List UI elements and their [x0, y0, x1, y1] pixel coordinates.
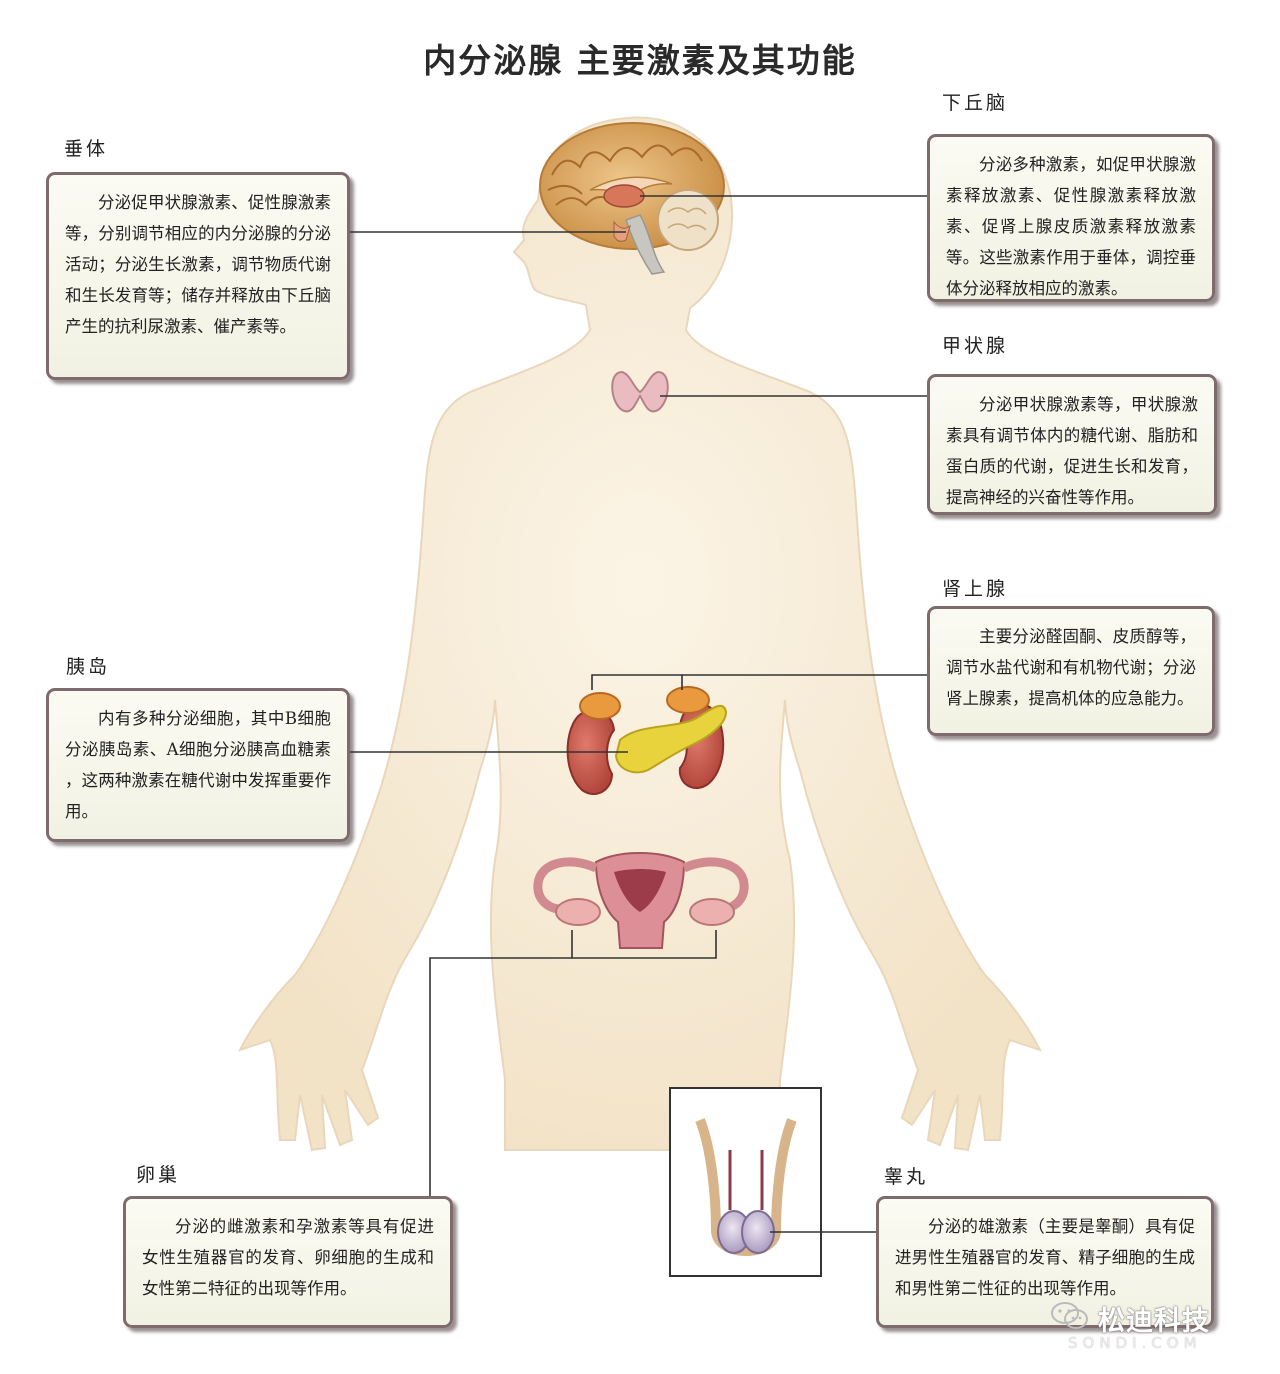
- pancreatic-islet-label: 胰岛: [66, 656, 111, 678]
- pituitary-label: 垂体: [64, 138, 109, 160]
- adrenal-label: 肾上腺: [942, 578, 1009, 600]
- hypothalamus-info-box: 分泌多种激素，如促甲状腺激素释放激素、促性腺激素释放激素、促肾上腺皮质激素释放激…: [927, 134, 1215, 302]
- reproductive-illustration: [533, 852, 749, 949]
- thyroid-info-box: 分泌甲状腺激素等，甲状腺激素具有调节体内的糖代谢、脂肪和蛋白质的代谢，促进生长和…: [927, 374, 1217, 515]
- watermark-text: 松迪科技: [1098, 1305, 1210, 1337]
- body-silhouette: [238, 116, 1042, 1152]
- page-title: 内分泌腺 主要激素及其功能: [423, 41, 857, 80]
- adrenal-info-box: 主要分泌醛固酮、皮质醇等，调节水盐代谢和有机物代谢；分泌肾上腺素，提高机体的应急…: [927, 606, 1215, 736]
- ovary-label: 卵巢: [136, 1164, 181, 1186]
- watermark-subtext: SONDI.COM: [1068, 1334, 1202, 1352]
- watermark: 松迪科技: [1050, 1298, 1210, 1338]
- testis-info-box: 分泌的雄激素（主要是睾酮）具有促进男性生殖器官的发育、精子细胞的生成和男性第二性…: [876, 1196, 1214, 1328]
- thyroid-label: 甲状腺: [942, 335, 1009, 357]
- pituitary-info-box: 分泌促甲状腺激素、促性腺激素等，分别调节相应的内分泌腺的分泌活动；分泌生长激素，…: [46, 172, 350, 380]
- wechat-icon: [1050, 1300, 1090, 1336]
- leader-lines: [350, 195, 928, 1233]
- ovary-info-box: 分泌的雌激素和孕激素等具有促进女性生殖器官的发育、卵细胞的生成和女性第二特征的出…: [123, 1196, 453, 1328]
- testis-label: 睾丸: [884, 1166, 929, 1188]
- thyroid-illustration: [611, 370, 669, 413]
- hypothalamus-label: 下丘脑: [942, 92, 1009, 114]
- brain-illustration: [539, 122, 725, 275]
- pancreatic-islet-info-box: 内有多种分泌细胞，其中B细胞分泌胰岛素、A细胞分泌胰高血糖素 ，这两种激素在糖代…: [46, 688, 350, 842]
- testis-inset-illustration: [669, 1087, 822, 1277]
